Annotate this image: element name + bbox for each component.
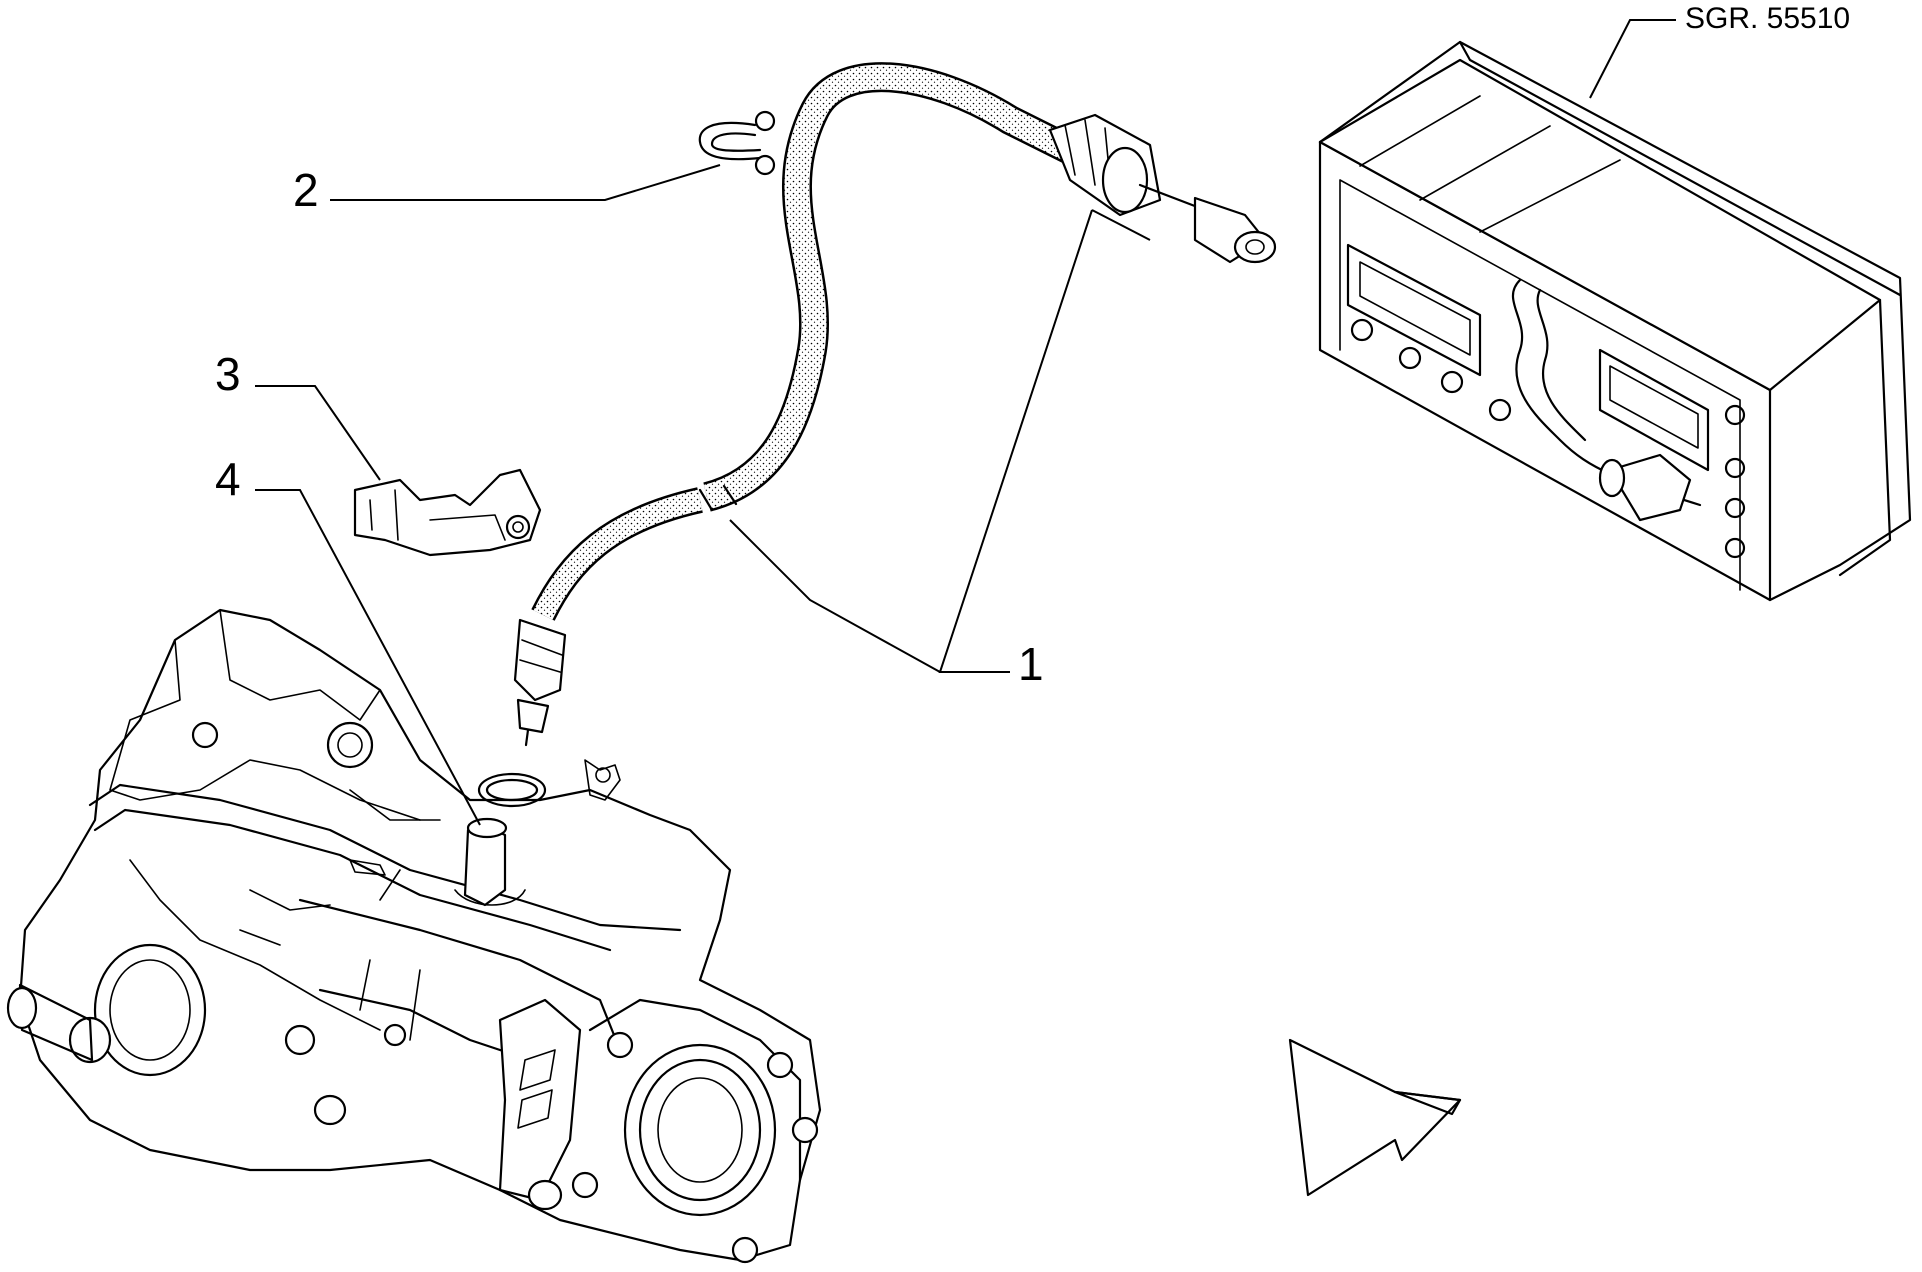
- callout-2-leader: [330, 164, 721, 201]
- instrument-cluster: [1318, 40, 1912, 602]
- gearbox-housing: [6, 608, 822, 1264]
- cable-bracket: [353, 468, 542, 557]
- cable-clip: [698, 110, 776, 176]
- callout-1-leader-c: [1091, 209, 1151, 241]
- callout-4: 4: [215, 453, 241, 505]
- o-ring-seal: [477, 772, 547, 808]
- callout-1: 1: [1018, 638, 1044, 690]
- reference-code: SGR. 55510: [1685, 2, 1850, 35]
- direction-arrow-icon: [1288, 1038, 1462, 1197]
- reference-leader: [1589, 19, 1676, 99]
- callout-1-leader-a: [938, 209, 1093, 673]
- callout-1-leader-b: [729, 519, 941, 673]
- callout-4-leader: [255, 489, 481, 826]
- callout-3-leader: [255, 385, 381, 481]
- speedometer-cable: [513, 62, 1277, 747]
- callout-2: 2: [293, 164, 319, 216]
- callout-3: 3: [215, 348, 241, 400]
